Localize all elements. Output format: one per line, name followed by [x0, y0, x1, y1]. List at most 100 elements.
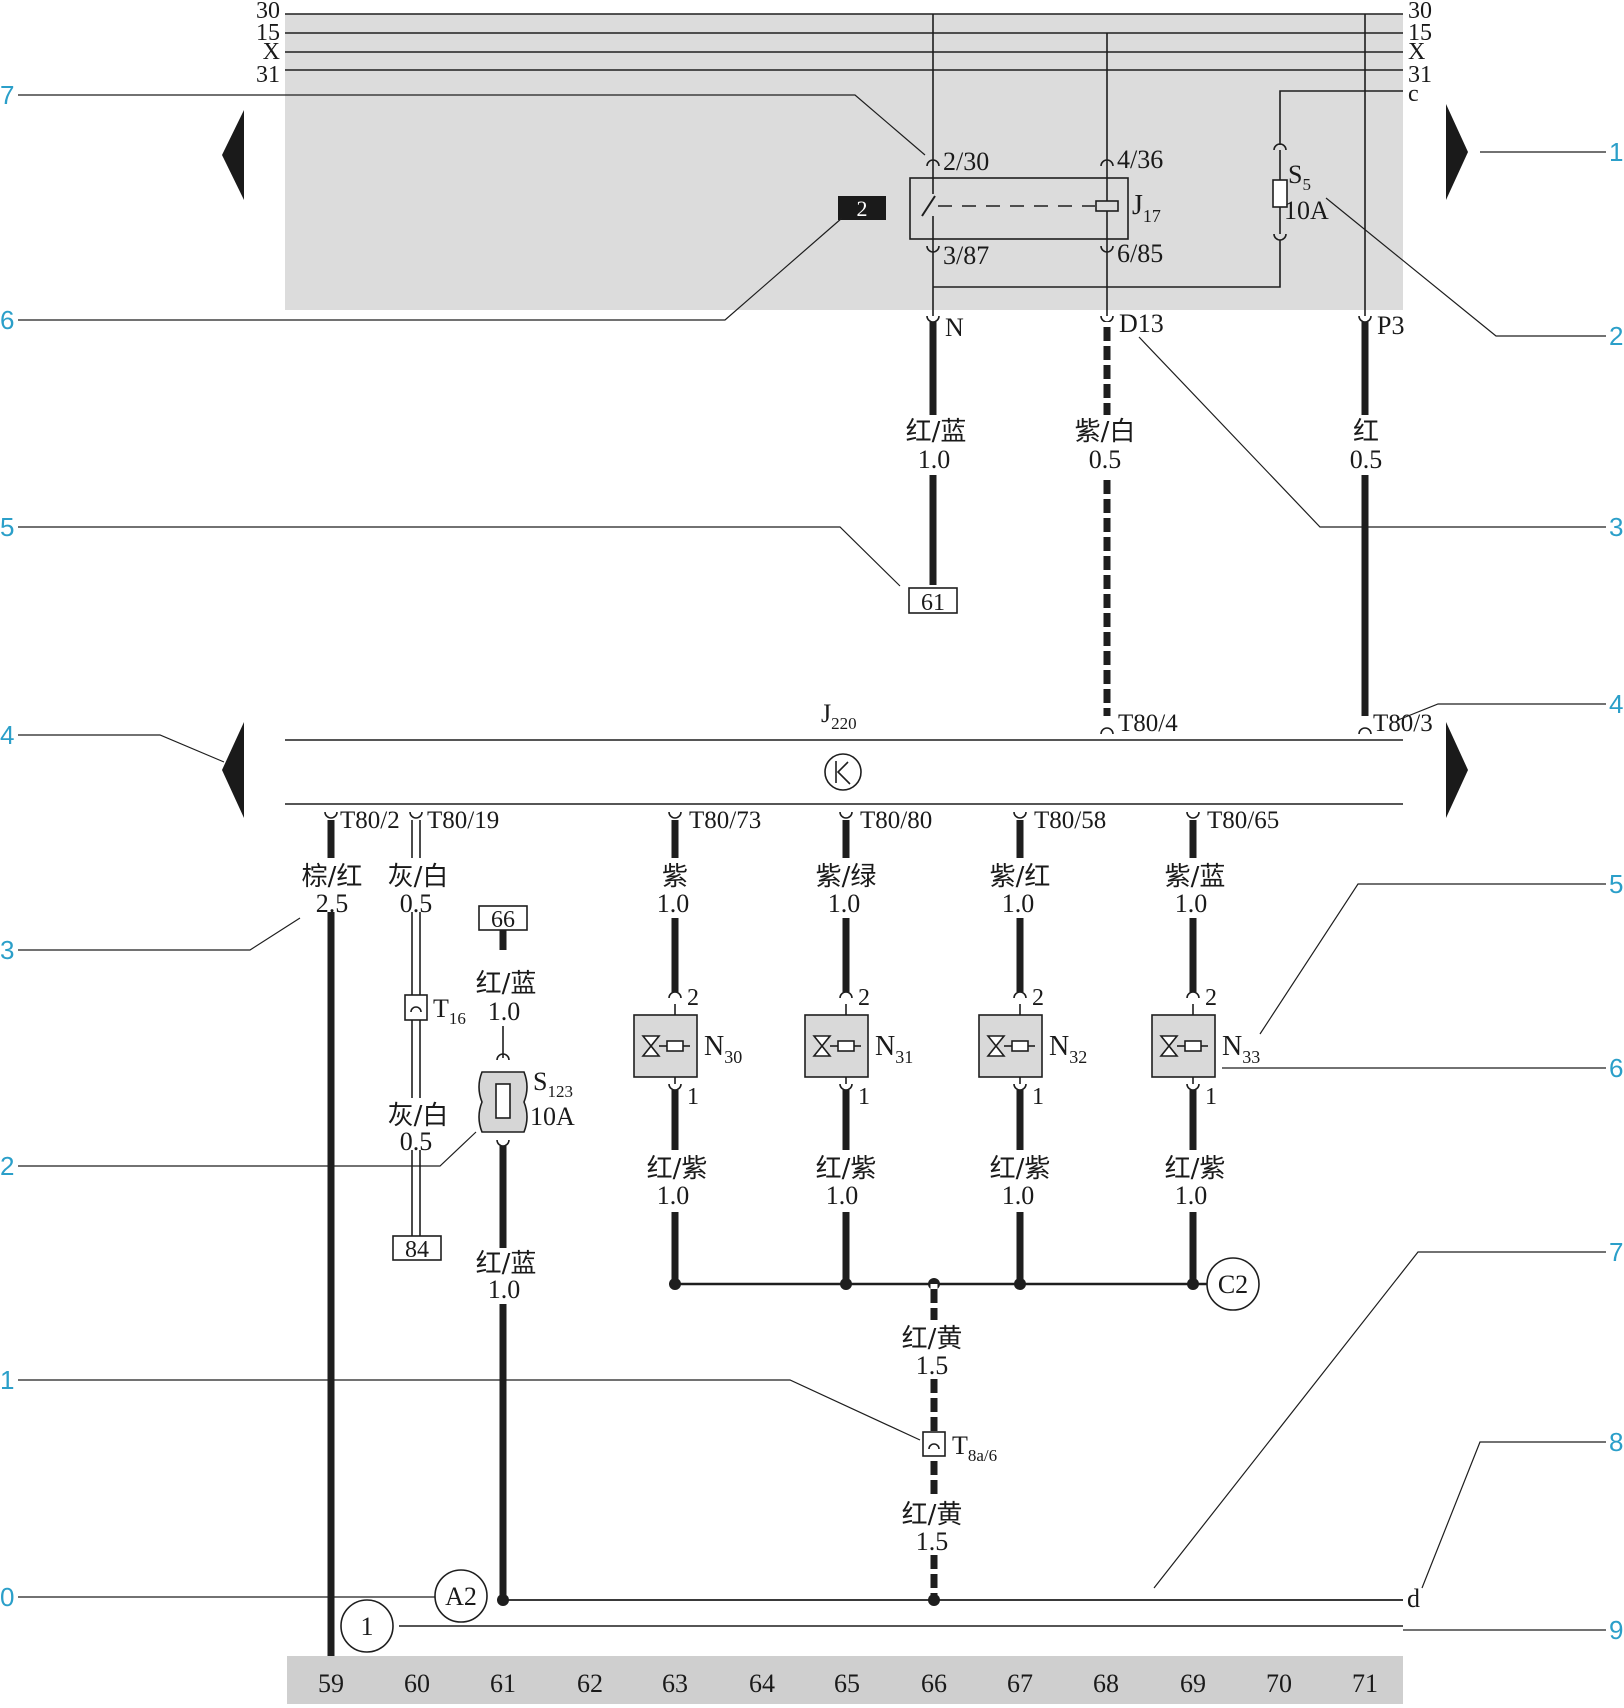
ref-84: 84: [405, 1237, 429, 1263]
column-63: 63: [662, 1669, 688, 1698]
rail-label-15-right: 15: [1408, 20, 1432, 46]
arrow-right-top-icon: [1446, 104, 1468, 200]
rail-labels-left: 30 15 X 31: [256, 0, 280, 88]
wire-59-color: 棕/红: [302, 862, 363, 892]
callout-right-1: 1: [1609, 137, 1623, 167]
ecu-label: J220: [821, 699, 857, 733]
n33-label: N33: [1222, 1031, 1260, 1067]
connector-t8a6-label: T8a/6: [952, 1431, 997, 1465]
ecu-signal-icon: [824, 753, 862, 791]
column-bar: [287, 1656, 1403, 1704]
rail-label-31-left: 31: [256, 62, 280, 88]
column-62: 62: [577, 1669, 603, 1698]
n30-pin-2: 2: [687, 985, 699, 1011]
callout-right-5: 5: [1609, 869, 1623, 899]
wire-p3-color: 红: [1353, 417, 1379, 447]
ecu-pin-t80-3: T80/3: [1373, 710, 1433, 737]
column-66: 66: [921, 1669, 947, 1698]
ecu-pin-t80-4: T80/4: [1118, 710, 1178, 737]
junction-c2-label: C2: [1218, 1270, 1248, 1299]
relay-pin-6-85: 6/85: [1117, 239, 1163, 268]
relay-body: [909, 177, 1129, 240]
n31-label: N31: [875, 1031, 913, 1067]
callout-right-7: 7: [1609, 1237, 1623, 1267]
n31-top-size: 1.0: [828, 889, 861, 918]
panel-drops: [932, 14, 1366, 316]
n30-valve-icon: [641, 1035, 661, 1057]
arrow-right-mid-icon: [1446, 722, 1468, 818]
rail-labels-right: 30 15 X 31 c: [1408, 0, 1432, 107]
n30-pin-1: 1: [687, 1084, 699, 1110]
n33-pin-1: 1: [1205, 1084, 1217, 1110]
rail-label-x-right: X: [1408, 39, 1425, 65]
ref-84-box: [392, 1235, 442, 1261]
n32-valve-icon: [986, 1035, 1006, 1057]
column-65: 65: [834, 1669, 860, 1698]
wire-p3-size: 0.5: [1350, 445, 1383, 474]
relay-panel: [285, 14, 1403, 310]
callout-right-9: 9: [1609, 1615, 1623, 1645]
rail-label-15-left: 15: [256, 20, 280, 46]
wire-61-color-a: 红/蓝: [476, 969, 537, 999]
callout-right-8: 8: [1609, 1427, 1623, 1457]
n30-bot-size: 1.0: [657, 1181, 690, 1210]
ecu-pin-t80-73: T80/73: [689, 807, 761, 834]
wire-60-color-b: 灰/白: [388, 1101, 449, 1131]
n32-top-size: 1.0: [1002, 889, 1035, 918]
callout-right-2: 2: [1609, 321, 1623, 351]
pin-d13: D13: [1119, 309, 1164, 338]
column-71: 71: [1352, 1669, 1378, 1698]
n33-bot-color: 红/紫: [1165, 1154, 1226, 1184]
wire-61-size-a: 1.0: [488, 997, 521, 1026]
relay-pin-3-87: 3/87: [943, 241, 989, 270]
ground-point-1: [340, 1599, 394, 1653]
column-67: 67: [1007, 1669, 1033, 1698]
wire-d13-color: 紫/白: [1075, 417, 1136, 447]
callout-left-2: 2: [0, 1151, 14, 1181]
ref-61-box: [908, 587, 958, 614]
rail-label-30-left: 30: [256, 0, 280, 24]
n30-bot-color: 红/紫: [647, 1154, 708, 1184]
n33-valve-icon: [1159, 1035, 1179, 1057]
relay-label: J17: [1132, 190, 1161, 226]
pin-p3: P3: [1377, 311, 1404, 340]
wire-60-size-b: 0.5: [400, 1127, 433, 1156]
fuse-s5-label: S5: [1288, 160, 1311, 194]
column-59: 59: [318, 1669, 344, 1698]
callout-left-7: 7: [0, 80, 14, 110]
wire-60-size-a: 0.5: [400, 889, 433, 918]
connector-t16-label: T16: [433, 994, 466, 1028]
n31-pin-2: 2: [858, 985, 870, 1011]
wire-61-size-b: 1.0: [488, 1275, 521, 1304]
fuse-s123-label: S123: [533, 1067, 573, 1101]
wire-61-color-b: 红/蓝: [476, 1249, 537, 1279]
n32-label: N32: [1049, 1031, 1087, 1067]
arrow-left-mid-icon: [222, 722, 244, 818]
injector-n33: 紫/蓝 1.0 2 1 N33 红/紫 1.0: [1151, 820, 1260, 1290]
column-60: 60: [404, 1669, 430, 1698]
column-61: 61: [490, 1669, 516, 1698]
callout-right-4: 4: [1609, 689, 1623, 719]
n30-top-color: 紫: [662, 862, 688, 892]
column-70: 70: [1266, 1669, 1292, 1698]
relay-contact: [921, 195, 936, 217]
injector-n31: 紫/绿 1.0 2 1 N31 红/紫 1.0: [804, 820, 913, 1290]
ground-point-1-label: 1: [361, 1612, 374, 1641]
callout-left-5: 5: [0, 512, 14, 542]
wire-60-color-a: 灰/白: [388, 862, 449, 892]
n33-pin-2: 2: [1205, 985, 1217, 1011]
ecu-j220: J220: [285, 699, 1403, 805]
callout-left-3: 3: [0, 935, 14, 965]
callout-left-6: 6: [0, 305, 14, 335]
ecu-pin-t80-2: T80/2: [340, 807, 400, 834]
n32-pin-1: 1: [1032, 1084, 1044, 1110]
column-68: 68: [1093, 1669, 1119, 1698]
ecu-bottom-pins: [324, 811, 1200, 819]
n31-valve-icon: [812, 1035, 832, 1057]
ref-61: 61: [921, 590, 945, 616]
arrow-left-top-icon: [222, 110, 244, 200]
power-rails: [285, 13, 1403, 92]
callout-right-6: 6: [1609, 1053, 1623, 1083]
junction-a2: [434, 1569, 488, 1623]
